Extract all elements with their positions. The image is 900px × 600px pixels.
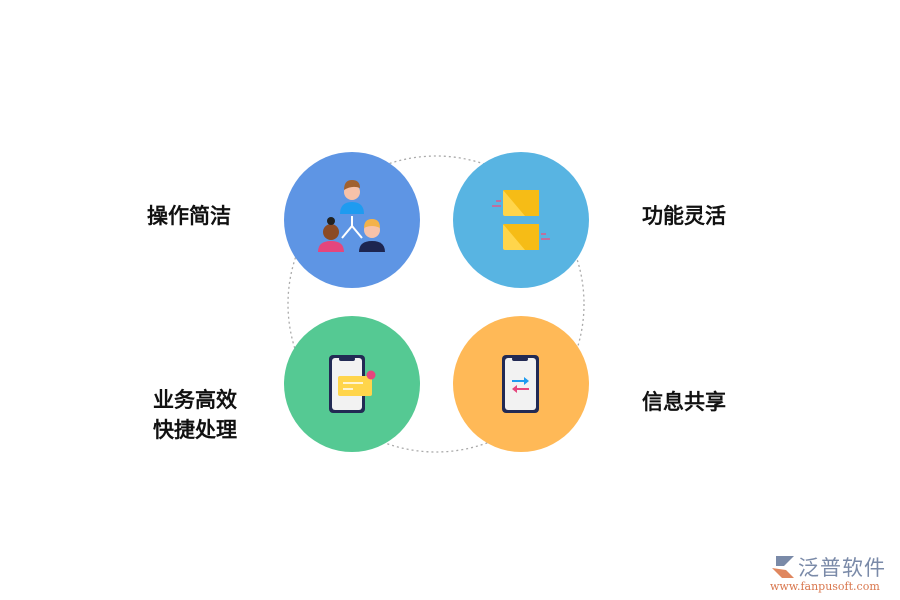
feature-label-1: 操作简洁: [147, 204, 231, 228]
envelopes-icon: [492, 190, 550, 250]
phone-exchange-icon: [502, 355, 539, 413]
feature-label-3b: 快捷处理: [153, 418, 237, 442]
logo-name: 泛普软件: [798, 556, 886, 580]
feature-label-2: 功能灵活: [642, 204, 726, 228]
dotted-ring: [287, 155, 585, 453]
logo-mark-icon: [772, 556, 794, 578]
feature-label-4: 信息共享: [642, 390, 726, 414]
feature-label-3a: 业务高效: [153, 388, 237, 412]
people-hierarchy-icon: [318, 180, 385, 252]
phone-message-icon: [329, 355, 376, 413]
logo-url: www.fanpusoft.com: [770, 580, 880, 593]
feature-circle-2: [453, 152, 589, 288]
brand-logo: 泛普软件 www.fanpusoft.com: [768, 552, 898, 598]
